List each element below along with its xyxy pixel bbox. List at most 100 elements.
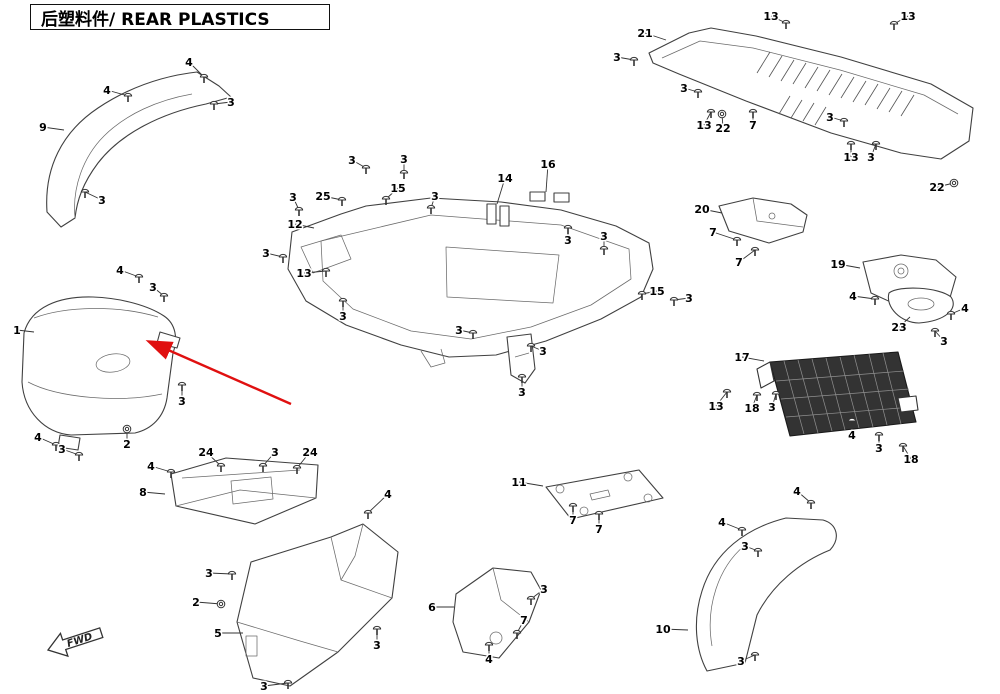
leader-line (898, 316, 911, 328)
callout-number: 3 (289, 191, 297, 204)
callout-number: 3 (613, 51, 621, 64)
callout-number: 3 (373, 639, 381, 652)
screw-icon (748, 108, 758, 118)
screw-icon (426, 204, 436, 214)
callout-number: 3 (741, 540, 749, 553)
callout-number: 14 (497, 172, 513, 185)
callout-number: 20 (694, 203, 710, 216)
callout-3: 3 (258, 445, 280, 472)
leader-line (712, 231, 738, 241)
callout-11: 11 (510, 475, 544, 491)
callout-5: 5 (213, 626, 243, 642)
callout-number: 13 (843, 151, 858, 164)
screw-icon (517, 373, 527, 383)
fwd-label: FWD (66, 631, 94, 650)
callout-number: 3 (339, 310, 347, 323)
callout-number: 22 (715, 122, 730, 135)
callout-number: 3 (262, 247, 270, 260)
leader-line (84, 191, 103, 201)
callout-7: 7 (708, 225, 742, 246)
callout-13: 13 (842, 140, 860, 166)
part-9-shape (46, 71, 232, 228)
callout-number: 16 (540, 158, 556, 171)
callout-number: 3 (178, 395, 186, 408)
callout-number: 3 (400, 153, 408, 166)
callout-number: 24 (198, 446, 214, 459)
leader-line (738, 249, 756, 263)
callout-number: 18 (903, 453, 918, 466)
callout-number: 1 (13, 324, 21, 337)
callout-24: 24 (292, 445, 319, 474)
screw-icon (321, 267, 331, 277)
screw-icon (338, 297, 348, 307)
callout-4: 4 (848, 289, 880, 305)
screw-icon (292, 464, 302, 474)
screw-icon (629, 56, 639, 66)
callout-4: 4 (484, 641, 495, 668)
callout-number: 15 (649, 285, 664, 298)
callout-4: 4 (102, 83, 133, 102)
leader-line (701, 208, 723, 214)
callout-number: 3 (867, 151, 875, 164)
callout-22: 22 (928, 178, 959, 196)
callout-18: 18 (898, 442, 920, 468)
screw-icon (722, 388, 732, 398)
callout-7: 7 (594, 510, 604, 538)
callout-number: 5 (214, 627, 222, 640)
part-5-shape (236, 523, 399, 687)
screw-icon (706, 108, 716, 118)
callout-3: 3 (454, 323, 478, 339)
callout-number: 4 (849, 290, 857, 303)
screw-icon (669, 296, 679, 306)
callout-7: 7 (512, 613, 529, 639)
callout-7: 7 (748, 108, 758, 134)
callout-number: 4 (384, 488, 392, 501)
screw-icon (752, 391, 762, 401)
callout-number: 8 (139, 486, 147, 499)
callout-number: 7 (569, 514, 577, 527)
screw-icon (568, 502, 578, 512)
callout-3: 3 (517, 373, 527, 401)
callout-15: 15 (637, 284, 666, 300)
screw-icon (750, 246, 760, 256)
nut-icon (949, 178, 959, 188)
callout-16: 16 (539, 157, 557, 193)
screw-icon (930, 327, 940, 337)
leader-line (837, 263, 861, 269)
screw-icon (134, 273, 144, 283)
part-10-shape (695, 517, 837, 672)
callout-21: 21 (636, 26, 667, 42)
screw-icon (177, 381, 187, 391)
callout-number: 3 (564, 234, 572, 247)
callout-number: 22 (929, 181, 944, 194)
callout-number: 7 (520, 614, 528, 627)
leader-line (902, 445, 912, 460)
leader-line (367, 493, 389, 514)
callout-number: 3 (260, 680, 268, 693)
callout-15: 15 (381, 181, 407, 205)
callout-3: 3 (866, 140, 881, 166)
callout-number: 3 (149, 281, 157, 294)
callout-number: 9 (39, 121, 47, 134)
callout-13: 13 (762, 9, 791, 29)
screw-icon (216, 462, 226, 472)
screw-icon (209, 100, 219, 110)
screw-icon (737, 526, 747, 536)
callout-number: 21 (637, 27, 652, 40)
callout-number: 3 (680, 82, 688, 95)
callout-number: 3 (98, 194, 106, 207)
leader-line (934, 330, 945, 342)
screw-icon (199, 73, 209, 83)
fwd-arrow-outline (46, 627, 104, 658)
part-1-shape (21, 296, 181, 451)
callout-number: 2 (123, 438, 131, 451)
screw-icon (871, 140, 881, 150)
leader-line (751, 394, 758, 409)
leader-line (715, 391, 728, 407)
callout-3: 3 (209, 95, 236, 111)
leader-line (644, 32, 667, 41)
callout-23: 23 (890, 316, 911, 336)
callout-3: 3 (526, 342, 548, 360)
